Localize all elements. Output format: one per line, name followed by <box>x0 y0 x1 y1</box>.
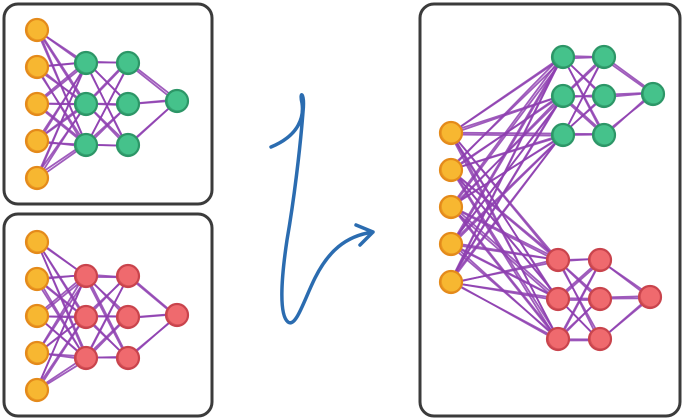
green-network-input-layer-node-3-outline <box>26 92 49 115</box>
combined-green-branch-input-edge <box>450 55 563 170</box>
green-network-output-layer-node-1-outline <box>166 89 189 112</box>
red-network-input-layer-node-1-outline <box>26 230 49 253</box>
combined-red-branch-input-edge <box>450 169 560 260</box>
red-network-input-layer-node-5-outline <box>26 378 49 401</box>
combined-green-branch-input-edge <box>449 94 565 282</box>
combined-green-branch-hidden-layer-2-node-1-outline <box>593 45 616 68</box>
combined-shared-input-layer-node-2-outline <box>440 158 463 181</box>
combined-red-branch-input-edge <box>450 205 559 263</box>
green-network-edge <box>85 63 130 147</box>
red-network-hidden-layer-1-node-2-outline <box>75 305 98 328</box>
green-network-hidden-layer-2-node-2-outline <box>117 92 140 115</box>
combined-red-branch-input-edge <box>449 280 558 340</box>
red-network-edge <box>34 278 88 361</box>
green-network-edge <box>37 62 88 144</box>
combined-red-branch-input-edge <box>451 132 559 339</box>
combined-green-branch-input-edge <box>449 55 563 135</box>
combined-green-branch-input-edge <box>451 55 564 244</box>
green-network-hidden-layer-1-node-3-outline <box>75 133 98 156</box>
red-network-output-layer-node-1-outline <box>166 303 189 326</box>
green-network-hidden-layer-2-node-1-outline <box>117 51 140 74</box>
red-network-hidden-layer-2-node-2-outline <box>117 305 140 328</box>
neuron-nodes <box>24 17 666 403</box>
combined-green-branch-input-edge <box>449 134 563 283</box>
combined-green-branch-input-edge <box>451 55 565 247</box>
combined-red-branch-input-edge <box>451 206 558 340</box>
combined-red-branch-hidden-layer-2-node-3-outline <box>589 327 612 350</box>
green-network-hidden-layer-1-node-2-outline <box>75 92 98 115</box>
combined-red-branch-hidden-layer-2-node-2-outline <box>589 287 612 310</box>
green-network-edge <box>34 61 89 180</box>
combined-green-branch-hidden-layer-2-node-3-outline <box>593 123 616 146</box>
combined-green-branch-hidden-layer-1-node-1-outline <box>552 45 575 68</box>
combined-green-branch-input-edge <box>449 93 565 172</box>
combined-red-branch-hidden-layer-1-node-1-outline <box>547 248 570 271</box>
combined-red-branch-input-edge <box>450 281 561 300</box>
combined-red-branch-hidden-layer-2-node-1-outline <box>589 248 612 271</box>
green-network-input-layer-node-1-outline <box>26 18 49 41</box>
green-network-edge <box>36 27 87 105</box>
red-network-edge <box>35 276 88 356</box>
combined-red-branch-input-edge <box>451 132 558 262</box>
green-network-hidden-layer-2-node-3-outline <box>117 133 140 156</box>
green-network-input-layer-node-5-outline <box>26 166 49 189</box>
combined-red-branch-input-edge <box>450 133 558 301</box>
combined-green-branch-input-edge <box>451 56 566 208</box>
green-network-edge <box>35 27 89 148</box>
hand-drawn-zigzag-arrow-icon <box>269 93 375 325</box>
combined-shared-input-layer-node-4-outline <box>440 232 463 255</box>
combined-green-branch-hidden-layer-1-node-2-outline <box>552 84 575 107</box>
combined-shared-input-layer-node-1-outline <box>440 121 463 144</box>
combined-red-branch-output-layer-node-1-outline <box>639 285 662 308</box>
green-network-input-layer-node-4-outline <box>26 129 49 152</box>
combined-green-branch-input-edge <box>450 95 565 245</box>
red-network-input-layer-node-3-outline <box>26 304 49 327</box>
red-network-edge <box>35 239 86 319</box>
red-network-hidden-layer-1-node-3-outline <box>75 346 98 369</box>
combined-red-branch-input-edge <box>450 207 558 301</box>
combined-green-branch-edge <box>562 57 604 135</box>
red-network-input-layer-node-2-outline <box>26 267 49 290</box>
red-network-edge <box>85 276 129 359</box>
green-network-input-layer-node-2-outline <box>26 55 49 78</box>
combined-green-branch-hidden-layer-1-node-3-outline <box>552 123 575 146</box>
red-network-input-layer-node-4-outline <box>26 341 49 364</box>
green-network-edge <box>36 104 87 181</box>
combined-green-branch-hidden-layer-2-node-2-outline <box>593 84 616 107</box>
red-network-edge <box>34 314 87 391</box>
combined-green-branch-input-edge <box>449 55 564 283</box>
red-network-hidden-layer-1-node-1-outline <box>75 264 98 287</box>
green-network-hidden-layer-1-node-1-outline <box>75 51 98 74</box>
combined-green-branch-output-layer-node-1-outline <box>642 82 665 105</box>
combined-red-branch-input-edge <box>450 257 561 285</box>
combined-green-branch-input-edge <box>450 55 563 207</box>
combined-red-branch-input-edge <box>451 168 560 340</box>
red-network-hidden-layer-2-node-1-outline <box>117 264 140 287</box>
combined-red-branch-input-edge <box>449 241 560 261</box>
red-network-edge <box>35 274 88 391</box>
red-network-hidden-layer-2-node-3-outline <box>117 346 140 369</box>
combined-red-branch-hidden-layer-1-node-2-outline <box>547 287 570 310</box>
combined-shared-input-layer-node-3-outline <box>440 195 463 218</box>
panel-combined-network <box>418 2 682 418</box>
combined-red-branch-hidden-layer-1-node-3-outline <box>547 327 570 350</box>
combined-red-branch-edge <box>558 259 602 342</box>
combined-shared-input-layer-node-5-outline <box>440 270 463 293</box>
